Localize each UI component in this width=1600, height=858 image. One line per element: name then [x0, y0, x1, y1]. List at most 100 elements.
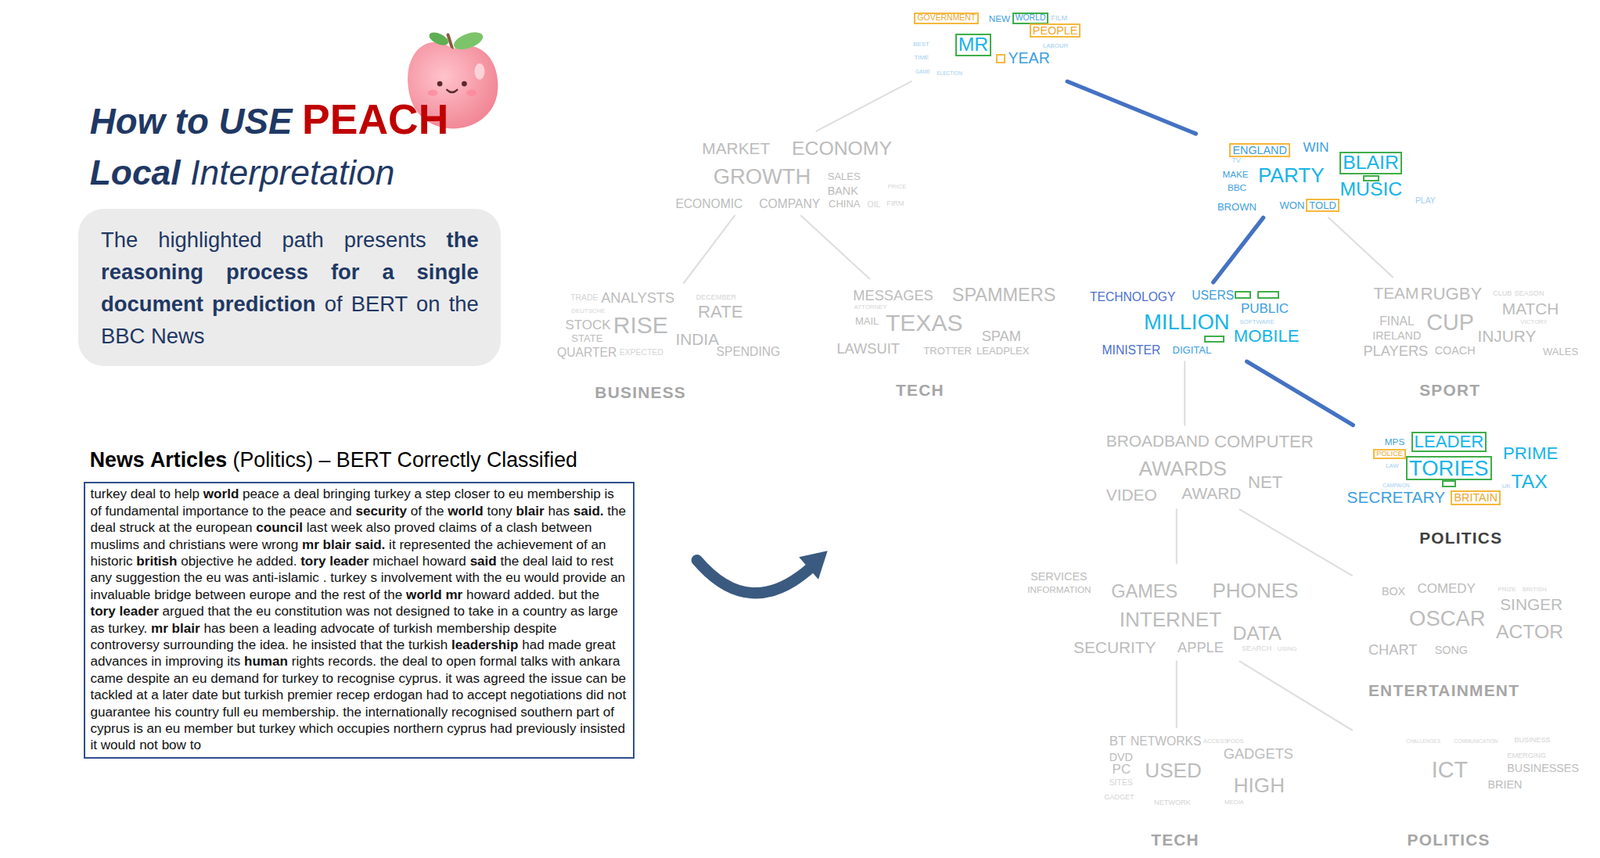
- cloud-word: BRIEN: [1488, 779, 1523, 791]
- cloud-word: FILM: [1050, 14, 1068, 22]
- text-run: world: [203, 486, 240, 502]
- cloud-word: SPAMMERS: [952, 286, 1057, 305]
- cloud-word: ACTOR: [1495, 622, 1564, 643]
- cloud-word: DECEMBER: [695, 294, 737, 302]
- highlight-box: [1204, 335, 1225, 343]
- cloud-word: TROTTER: [923, 345, 972, 356]
- highlighted-branch: [1213, 217, 1264, 283]
- tree-branch: [1328, 217, 1393, 277]
- text-run: blair: [516, 503, 545, 519]
- cloud-word: LABOUR: [1042, 43, 1068, 50]
- tree-branch: [1175, 661, 1178, 729]
- cloud-word: DIGITAL: [1172, 345, 1212, 356]
- cloud-word: CHALLENGES: [1405, 739, 1441, 745]
- cloud-word: DVD: [1109, 751, 1133, 763]
- cloud-word: STOCK: [565, 319, 612, 333]
- word-cloud: TRADEANALYSTSDECEMBERDEUTSCHERATESTOCKRI…: [553, 286, 783, 404]
- cloud-word: TEXAS: [885, 311, 963, 335]
- cloud-word: MPS: [1384, 437, 1405, 447]
- cloud-word: GAMES: [1111, 582, 1178, 601]
- cloud-word: ENGLAND: [1229, 143, 1290, 158]
- cloud-word: NETWORKS: [1130, 735, 1201, 748]
- text-run: the: [446, 227, 479, 252]
- text-run: said: [470, 553, 497, 569]
- cloud-word: EXPECTED: [619, 348, 664, 357]
- highlight-box: [1257, 291, 1280, 299]
- cloud-word: OSCAR: [1409, 607, 1485, 630]
- cloud-word: USERS: [1191, 289, 1234, 303]
- peach-eye: [437, 81, 443, 87]
- word-cloud: MARKETECONOMYGROWTHSALESPRICEBANKECONOMI…: [671, 134, 909, 213]
- text-run: to: [175, 101, 209, 142]
- cloud-word: BROWN: [1217, 201, 1257, 213]
- tree-branch: [1183, 361, 1186, 425]
- cloud-word: APPLE: [1177, 640, 1224, 655]
- cloud-word: WORLD: [1012, 12, 1050, 24]
- cloud-word: MEDIA: [1224, 799, 1245, 806]
- cloud-word: ECONOMIC: [675, 197, 743, 211]
- cloud-word: FINAL: [1379, 315, 1414, 328]
- cloud-word: BEST: [913, 41, 929, 48]
- cloud-word: RUGBY: [1420, 285, 1482, 303]
- cloud-word: SEASON: [1513, 290, 1544, 298]
- cloud-word: MUSIC: [1339, 179, 1403, 200]
- cloud-word: PRIZE: [1498, 586, 1517, 594]
- text-run: leader: [329, 553, 369, 569]
- tree-branch: [816, 81, 911, 132]
- note-box: The highlighted path presents the reason…: [78, 208, 501, 367]
- cloud-word: PEOPLE: [1029, 23, 1081, 38]
- cloud-word: USING: [1277, 646, 1298, 653]
- text-run: Articles: [150, 448, 227, 472]
- cloud-word: MAIL: [855, 316, 879, 327]
- cloud-word: COMPANY: [758, 197, 820, 211]
- tree-branch: [683, 215, 735, 284]
- cloud-word: RATE: [697, 303, 743, 321]
- cloud-word: EMERGING: [1506, 752, 1547, 760]
- cloud-word: PUBLIC: [1240, 302, 1289, 317]
- text-run: leadership: [451, 637, 518, 653]
- cloud-word: VIDEO: [1106, 487, 1158, 504]
- cloud-word: GOVERNMENT: [913, 12, 979, 24]
- cloud-word: ECONOMY: [791, 139, 892, 159]
- cloud-word: MILLION: [1143, 311, 1230, 333]
- text-run: british: [136, 553, 177, 569]
- cloud-word: INFORMATION: [1027, 585, 1091, 595]
- cloud-word: MESSAGES: [852, 288, 933, 303]
- text-run: security: [355, 503, 407, 519]
- text-run: human: [244, 654, 288, 669]
- word-cloud: BTNETWORKSACCESSPODSGADGETSDVDPCUSEDSITE…: [1100, 730, 1296, 852]
- cloud-word: SONG: [1434, 644, 1468, 656]
- cloud-word: ELECTION: [936, 71, 963, 77]
- leaf-label: ENTERTAINMENT: [1368, 683, 1520, 700]
- word-cloud: ENGLANDWINTVBLAIRMAKEPARTYBBCMUSICPLAYBR…: [1213, 136, 1439, 215]
- text-run: Local: [89, 153, 181, 192]
- cloud-word: TRADE: [570, 294, 598, 303]
- cloud-word: COMPUTER: [1214, 433, 1314, 451]
- cloud-word: CLUB: [1492, 290, 1512, 298]
- arrow-head: [798, 550, 828, 580]
- cloud-word: TOLD: [1305, 198, 1340, 213]
- text-run: reasoning: [100, 259, 204, 285]
- cloud-word: NET: [1247, 474, 1283, 492]
- cloud-word: SPAM: [981, 329, 1022, 344]
- text-run: mr: [445, 587, 463, 603]
- cloud-word: USED: [1144, 760, 1201, 781]
- cloud-word: ATTORNEY: [854, 304, 888, 311]
- page-title: How to USE PEACH Local Interpretation: [89, 93, 450, 198]
- cloud-word: CAMPAIGN: [1382, 483, 1410, 489]
- cloud-word: BROADBAND: [1106, 433, 1210, 450]
- cloud-word: PRICE: [888, 183, 907, 191]
- cloud-word: QUARTER: [557, 346, 617, 360]
- text-run: said.: [354, 537, 385, 553]
- cloud-word: MOBILE: [1233, 327, 1300, 346]
- leaf-label: SPORT: [1419, 382, 1481, 400]
- word-cloud: BROADBANDCOMPUTERAWARDSNETVIDEOAWARD: [1102, 428, 1316, 507]
- cloud-word: WIN: [1302, 141, 1329, 155]
- cloud-word: BOX: [1381, 586, 1406, 597]
- cloud-word: TORIES: [1405, 456, 1492, 481]
- tree-branch: [1240, 661, 1353, 731]
- leaf-label: POLITICS: [1419, 530, 1503, 547]
- cloud-word: GAME: [915, 69, 931, 76]
- text-run: a: [381, 259, 394, 285]
- tree-branch: [1240, 509, 1353, 576]
